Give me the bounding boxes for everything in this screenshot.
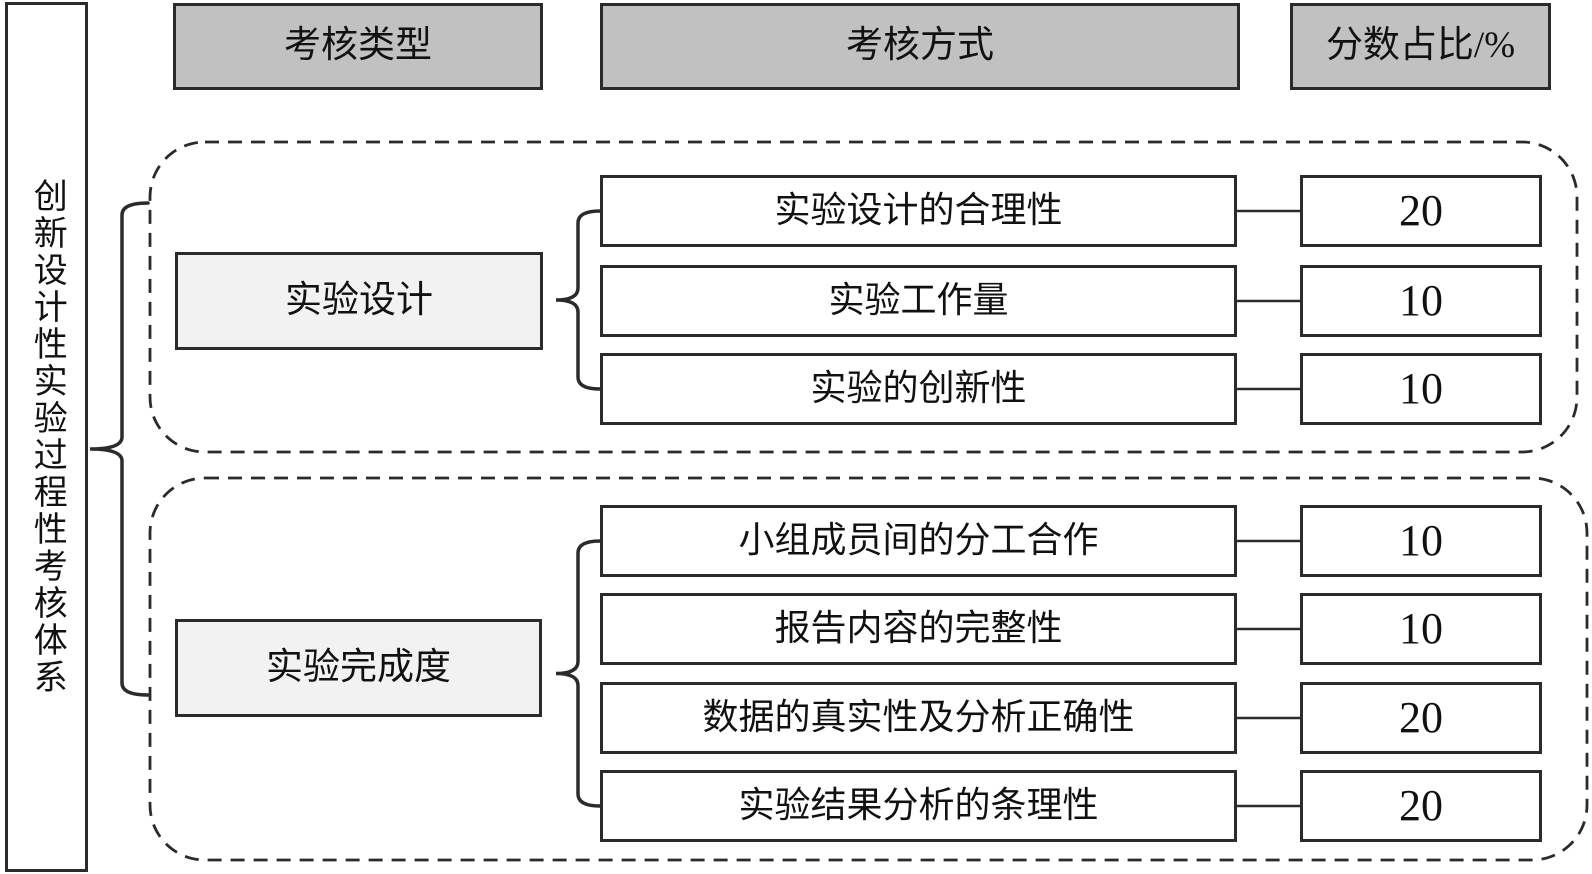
score-box: 20 <box>1300 682 1542 754</box>
group-dashed-outline <box>148 476 1589 862</box>
score-box: 10 <box>1300 505 1542 577</box>
group-dashed-outline <box>148 140 1579 454</box>
type-box: 实验完成度 <box>175 619 542 717</box>
score-box: 20 <box>1300 175 1542 247</box>
method-box: 小组成员间的分工合作 <box>600 505 1237 577</box>
score-box: 10 <box>1300 265 1542 337</box>
score-box: 20 <box>1300 770 1542 842</box>
type-box: 实验设计 <box>175 252 543 350</box>
header-assessment-method: 考核方式 <box>600 3 1240 90</box>
method-box: 实验工作量 <box>600 265 1237 337</box>
method-box: 报告内容的完整性 <box>600 593 1237 665</box>
method-box: 实验结果分析的条理性 <box>600 770 1237 842</box>
score-box: 10 <box>1300 593 1542 665</box>
title-box: 创新设计性实验过程性考核体系 <box>5 2 88 872</box>
group-brace <box>555 539 602 808</box>
title-text: 创新设计性实验过程性考核体系 <box>28 178 66 696</box>
group-brace <box>555 209 602 391</box>
method-box: 实验设计的合理性 <box>600 175 1237 247</box>
score-box: 10 <box>1300 353 1542 425</box>
header-assessment-type: 考核类型 <box>173 3 543 90</box>
header-score-percentage: 分数占比/% <box>1290 3 1551 90</box>
method-box: 数据的真实性及分析正确性 <box>600 682 1237 754</box>
method-box: 实验的创新性 <box>600 353 1237 425</box>
title-brace <box>89 201 150 697</box>
